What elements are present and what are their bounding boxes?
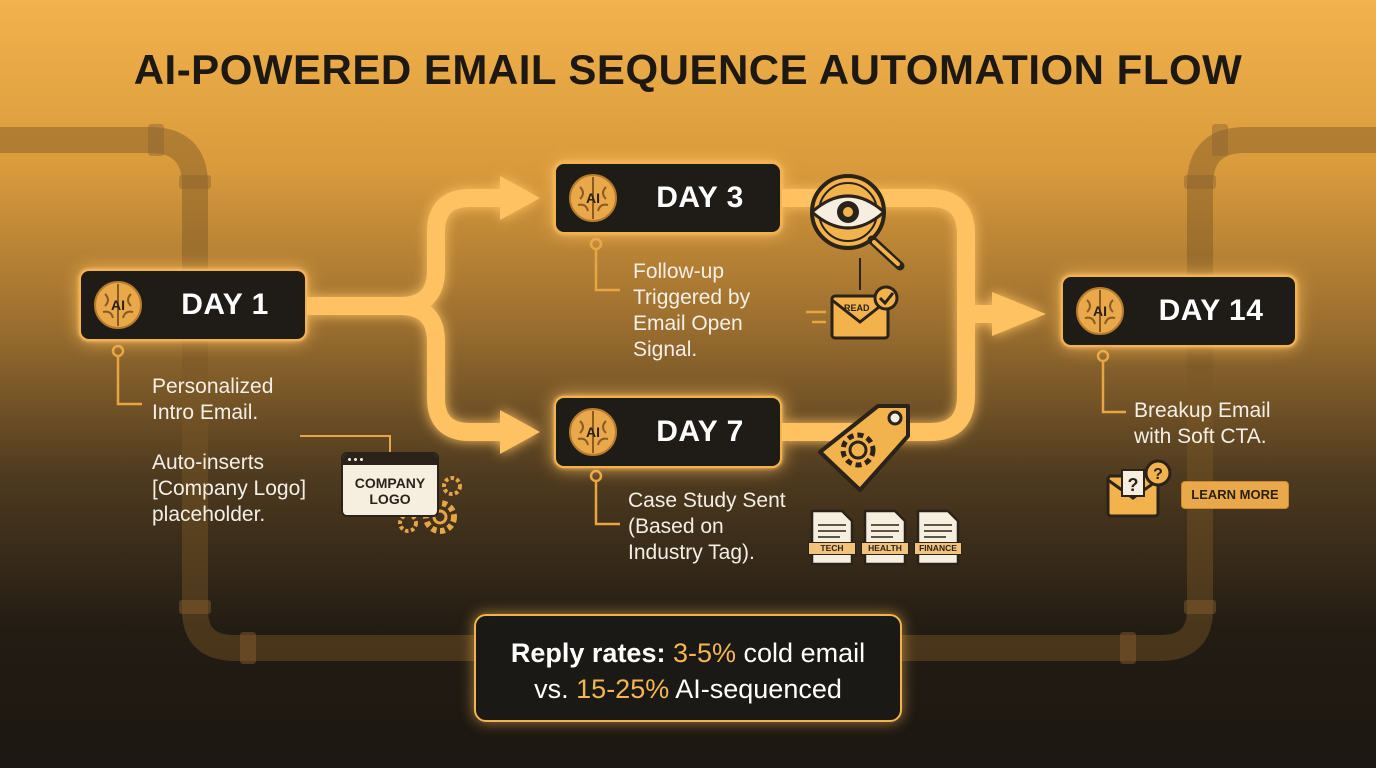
day-14-label: DAY 14: [1158, 294, 1264, 327]
day-1-logo-note: Auto-inserts [Company Logo] placeholder.: [152, 451, 307, 526]
background-pipes: [0, 127, 1376, 661]
day-1-label: DAY 1: [181, 288, 269, 321]
stats-line-1: Reply rates: 3-5% cold email: [476, 635, 900, 671]
svg-text:?: ?: [1153, 466, 1163, 483]
day-1-description: Personalized Intro Email.: [152, 375, 274, 424]
svg-text:AI: AI: [111, 297, 125, 313]
eye-magnifier-icon: [809, 174, 905, 290]
vs-text: vs.: [534, 674, 569, 704]
svg-text:?: ?: [1128, 475, 1139, 495]
ai-brain-icon: AI: [1076, 287, 1124, 335]
read-label: READ: [844, 303, 870, 313]
reply-rate-stats: Reply rates: 3-5% cold email vs. 15-25% …: [474, 614, 902, 722]
day-1-step: AI DAY 1: [79, 269, 307, 341]
gears-icon: [398, 476, 462, 534]
day-7-description: Case Study Sent (Based on Industry Tag).: [628, 489, 786, 564]
read-envelope-icon: [806, 285, 899, 340]
stats-line-2: vs. 15-25% AI-sequenced: [476, 671, 900, 707]
connector-hooks: [111, 237, 1126, 526]
svg-text:AI: AI: [1093, 303, 1107, 319]
ai-brain-icon: AI: [569, 408, 617, 456]
tag-gear-icon: [818, 404, 910, 492]
cold-rate-text: cold email: [743, 638, 866, 668]
day-14-description: Breakup Email with Soft CTA.: [1134, 399, 1271, 448]
day-7-label: DAY 7: [656, 415, 744, 448]
day-7-step: AI DAY 7: [554, 396, 782, 468]
ai-rate-text: AI-sequenced: [675, 674, 842, 704]
ai-rate-value: 15-25%: [576, 674, 670, 704]
ai-brain-icon: AI: [94, 281, 142, 329]
question-envelope-icon: ? ?: [1106, 459, 1172, 518]
flow-arrows: [306, 176, 1046, 454]
svg-text:AI: AI: [586, 424, 600, 440]
day-3-step: AI DAY 3: [554, 162, 782, 234]
industry-tag-health: HEALTH: [861, 510, 909, 566]
industry-tag-finance: FINANCE: [914, 510, 962, 566]
day-3-label: DAY 3: [656, 181, 744, 214]
diagram-title: AI-POWERED EMAIL SEQUENCE AUTOMATION FLO…: [133, 46, 1243, 93]
ai-brain-icon: AI: [569, 174, 617, 222]
industry-tag-tech: TECH: [808, 510, 856, 566]
stats-label: Reply rates:: [510, 638, 666, 668]
day-14-step: AI DAY 14: [1061, 275, 1297, 347]
cold-rate-value: 3-5%: [672, 638, 737, 668]
company-logo-placeholder: COMPANY LOGO: [341, 452, 439, 517]
svg-text:AI: AI: [586, 190, 600, 206]
day-3-description: Follow-up Triggered by Email Open Signal…: [633, 260, 751, 361]
learn-more-button[interactable]: LEARN MORE: [1181, 481, 1289, 509]
